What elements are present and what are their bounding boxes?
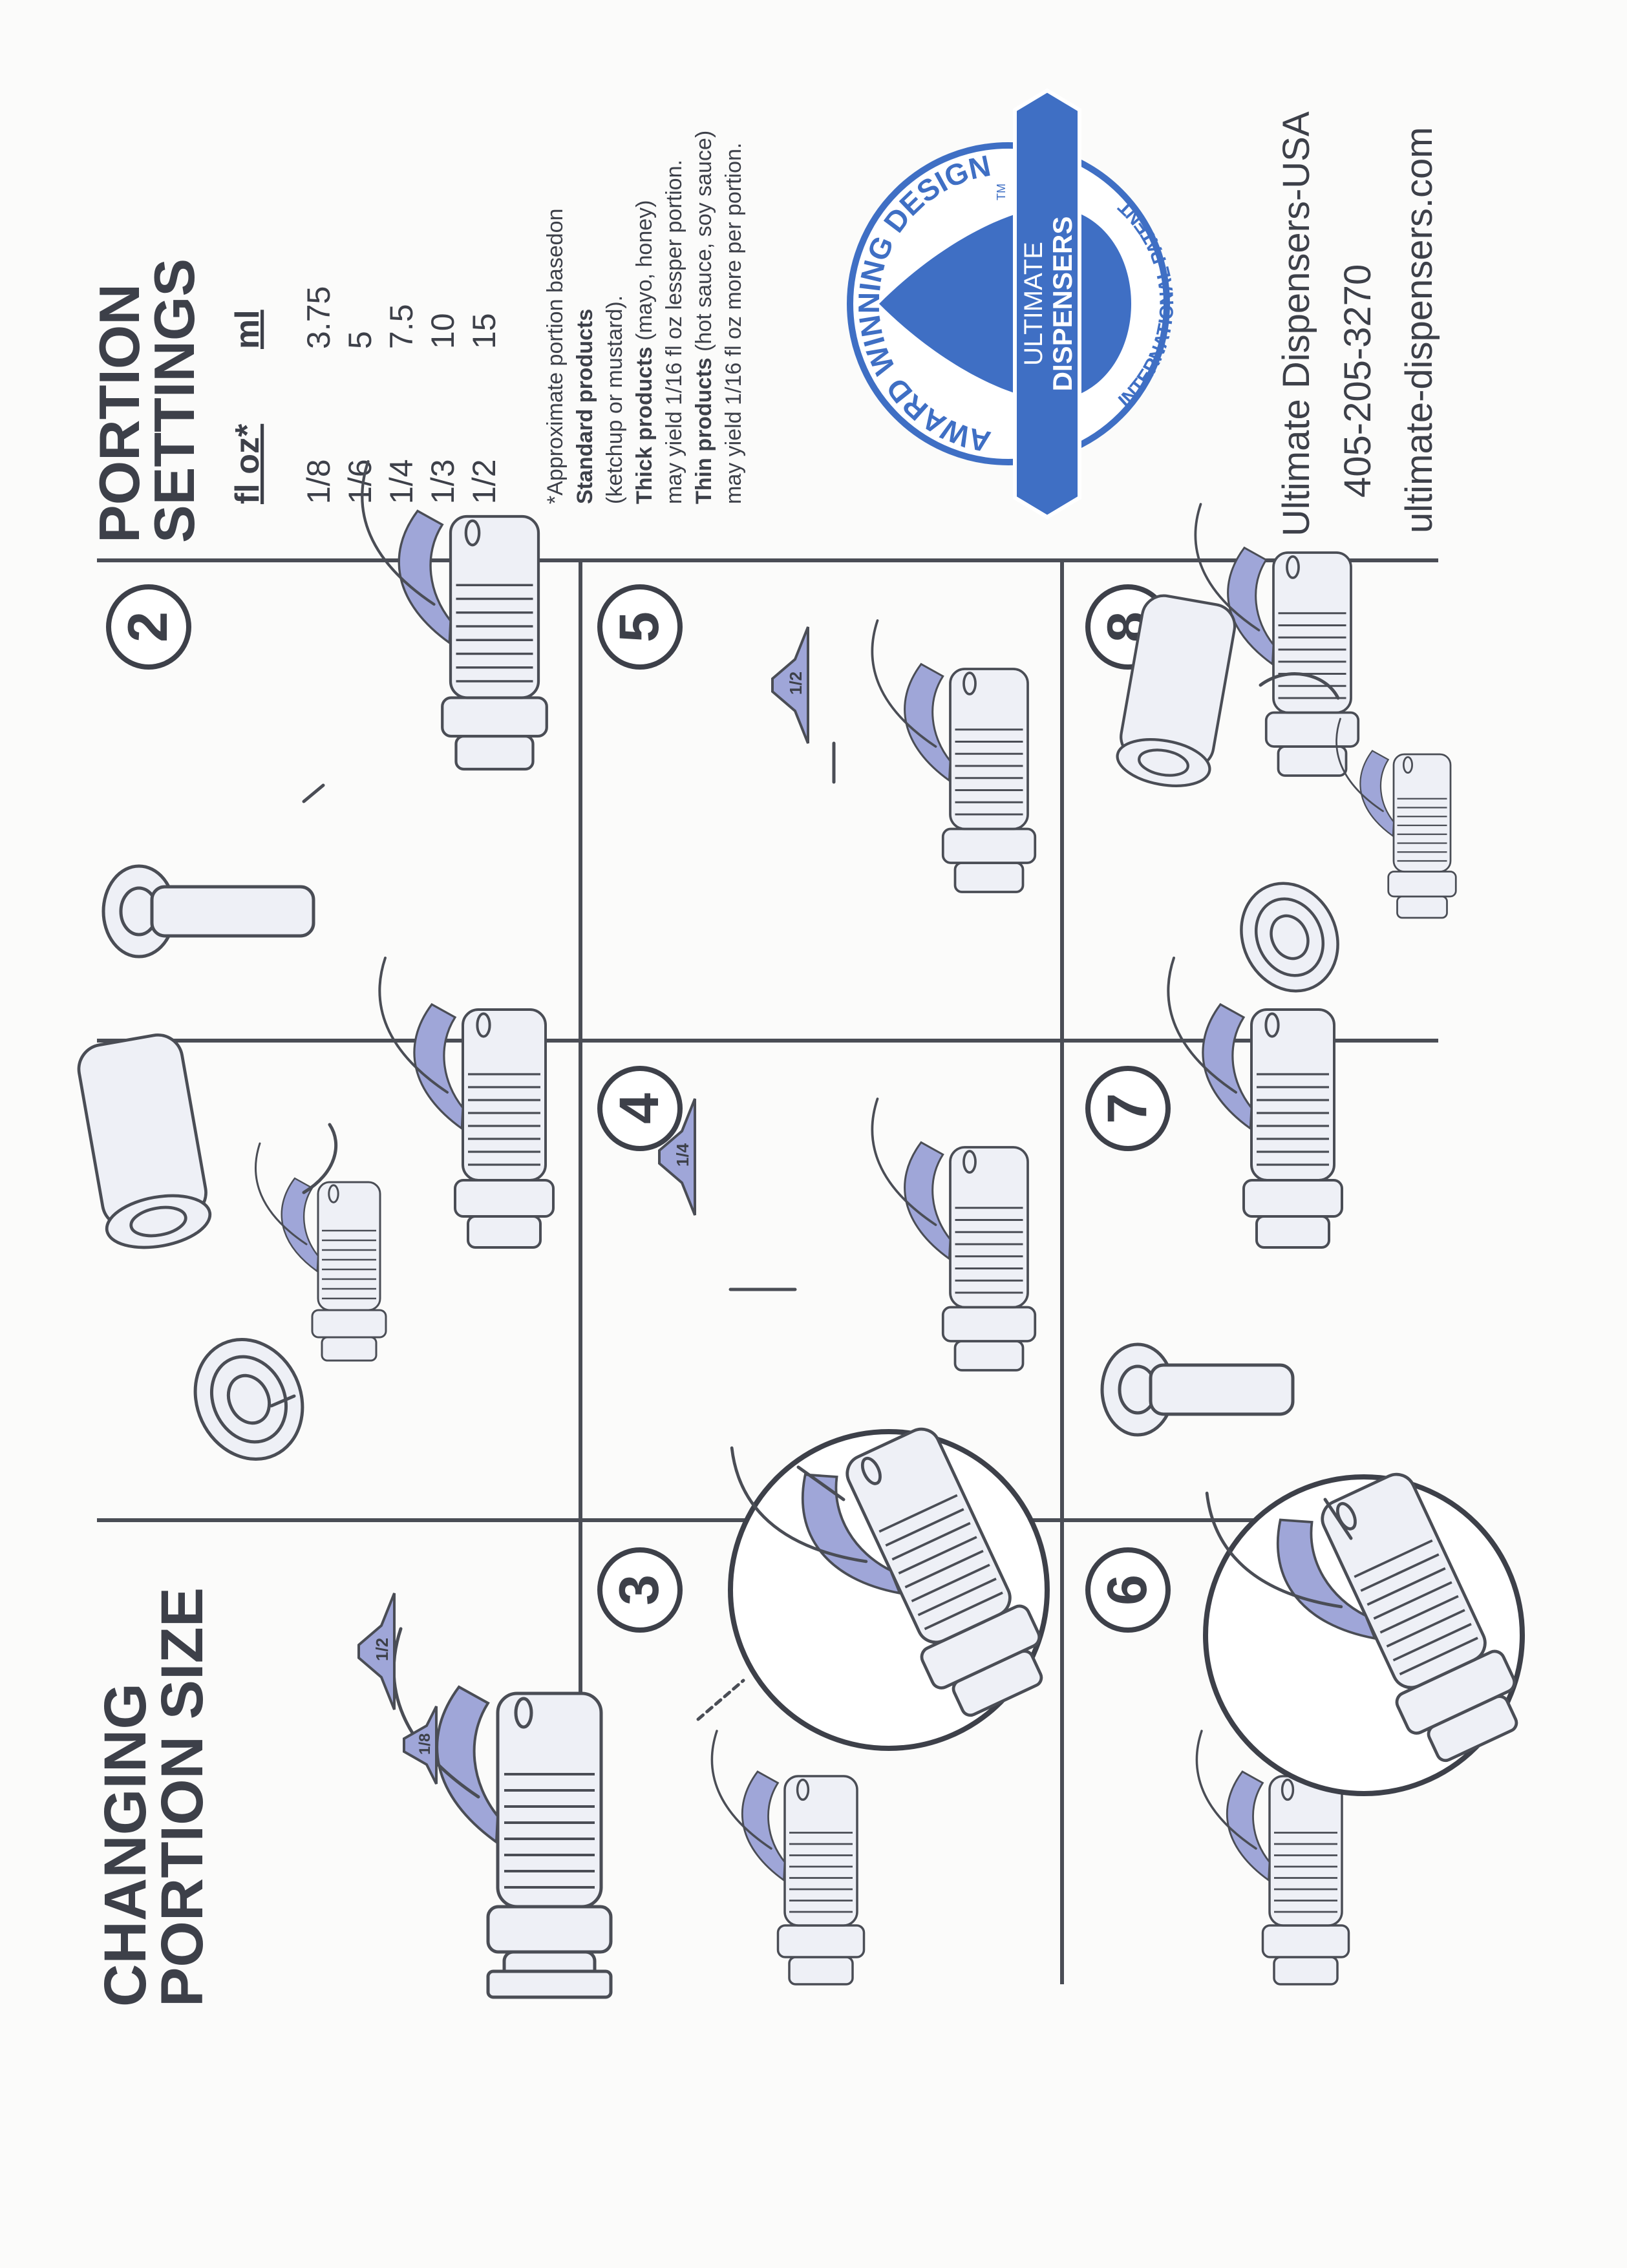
step-7-illustration (1100, 958, 1342, 1437)
note-thin-bold: Thin products (692, 357, 716, 504)
row-floz: 1/3 (425, 459, 461, 504)
step-6-illustration (1195, 1409, 1533, 1986)
phone-number: 405-205-3270 (1337, 264, 1379, 498)
step-7-number: 7 (1096, 1093, 1158, 1124)
rotate-arrow-icon (302, 1123, 338, 1194)
company-name: Ultimate Dispensers-USA (1275, 111, 1317, 536)
plate-label-half: 1/2 (372, 1638, 392, 1661)
step-6-badge: 6 (1085, 1547, 1171, 1633)
portion-settings-heading-1: PORTION (87, 284, 151, 543)
dispenser-illustration (362, 461, 546, 769)
portion-plate-quarter-icon: 1/4 (658, 1097, 696, 1216)
step-2-illustration (101, 461, 547, 959)
note-line1: *Approximate portion basedon (543, 209, 568, 504)
portion-plate-half-icon: 1/2 (771, 626, 809, 745)
step-4-number: 4 (608, 1093, 670, 1124)
dispenser-illustration (710, 1730, 866, 1986)
col-header-ml: ml (229, 310, 266, 349)
portion-notes: *Approximate portion basedon Standard pr… (543, 131, 746, 504)
arrow-icon (696, 1679, 745, 1721)
portion-plate-eighth-icon: 1/8 (403, 1706, 438, 1785)
magnifier-detail (1201, 1409, 1533, 1808)
portion-settings: PORTION SETTINGS fl oz* ml 1/8 3.75 1/6 … (87, 131, 746, 543)
header-dispenser-illustration (394, 1629, 613, 1999)
step-5-number: 5 (608, 611, 670, 642)
step-4-illustration: 1/4 (658, 1097, 1037, 1372)
dispenser-illustration (871, 1097, 1037, 1372)
website: ultimate-dispensers.com (1398, 127, 1440, 533)
row-floz: 1/8 (301, 459, 337, 504)
contact-block: Ultimate Dispensers-USA 405-205-3270 ult… (1275, 111, 1440, 536)
note-line5: may yield 1/16 fl oz lessper portion. (662, 160, 686, 504)
dispenser-illustration (379, 958, 553, 1247)
step-5-illustration: 1/2 (771, 619, 1037, 893)
row-ml: 10 (425, 313, 461, 349)
step-2-badge: 2 (106, 584, 191, 670)
row-floz: 1/2 (466, 459, 502, 504)
badge-ribbon-line1: ULTIMATE (1019, 242, 1048, 366)
arrow-icon (302, 783, 325, 803)
grid (97, 558, 1438, 1984)
step-1-illustration (75, 958, 553, 1477)
arrow-icon (796, 1465, 845, 1501)
row-floz: 1/6 (342, 459, 378, 504)
note-line6: Thin products (hot sauce, soy sauce) (692, 131, 716, 504)
title-block: CHANGING PORTION SIZE (92, 1587, 215, 2007)
award-badge: ULTIMATE DISPENSERS TM AWARD WINNING DES… (847, 88, 1178, 520)
step-5-badge: 5 (597, 584, 683, 670)
row-floz: 1/4 (383, 459, 420, 504)
plate-label-eighth: 1/8 (416, 1733, 434, 1755)
badge-ribbon-line2: DISPENSERS (1047, 217, 1078, 392)
note-line2: Standard products (573, 309, 597, 504)
badge-tm: TM (995, 184, 1008, 200)
row-ml: 7.5 (383, 304, 420, 349)
note-line7: may yield 1/16 fl oz more per portion. (721, 143, 746, 504)
plate-label-half: 1/2 (786, 672, 805, 695)
row-ml: 15 (466, 313, 502, 349)
row-ml: 5 (342, 331, 378, 349)
step-4-badge: 4 (597, 1066, 683, 1151)
dispenser-illustration (1168, 958, 1342, 1247)
step-3-illustration (696, 1364, 1058, 1986)
piston-illustration (1100, 1342, 1295, 1437)
title-line1: CHANGING (92, 1683, 158, 2007)
row-ml: 3.75 (301, 286, 337, 349)
step-2-number: 2 (117, 611, 179, 642)
note-thick-rest: (mayo, honey) (632, 200, 657, 347)
note-line4: Thick products (mayo, honey) (632, 200, 657, 504)
portion-plate-half-icon: 1/2 (357, 1592, 396, 1711)
step-6-number: 6 (1096, 1574, 1158, 1606)
title-line2: PORTION SIZE (149, 1587, 215, 2007)
portion-settings-heading-2: SETTINGS (142, 259, 206, 543)
step-8-illustration (1114, 503, 1457, 1007)
step-3-badge: 3 (597, 1547, 683, 1633)
step-7-badge: 7 (1085, 1066, 1171, 1151)
cap-ring (1224, 867, 1356, 1007)
arrow-icon (1323, 1498, 1353, 1540)
plate-label-quarter: 1/4 (673, 1143, 692, 1167)
cap-ring (176, 1322, 321, 1477)
magnifier-detail (726, 1364, 1058, 1763)
portion-table: 1/8 3.75 1/6 5 1/4 7.5 1/3 10 1/2 15 (301, 286, 502, 504)
cylinder-illustration (75, 1031, 214, 1255)
dispenser-illustration (1335, 717, 1457, 919)
step-3-number: 3 (608, 1574, 670, 1606)
piston-illustration (101, 864, 315, 959)
note-thick-bold: Thick products (632, 346, 657, 504)
rotate-arrow-icon (1259, 672, 1340, 700)
note-line3: (ketchup or mustard). (602, 295, 627, 504)
dispenser-illustration (255, 1142, 387, 1362)
dispenser-illustration (871, 619, 1037, 893)
arrow-icon (270, 1394, 296, 1408)
note-thin-rest: (hot sauce, soy sauce) (692, 131, 716, 358)
col-header-floz: fl oz* (229, 423, 266, 504)
